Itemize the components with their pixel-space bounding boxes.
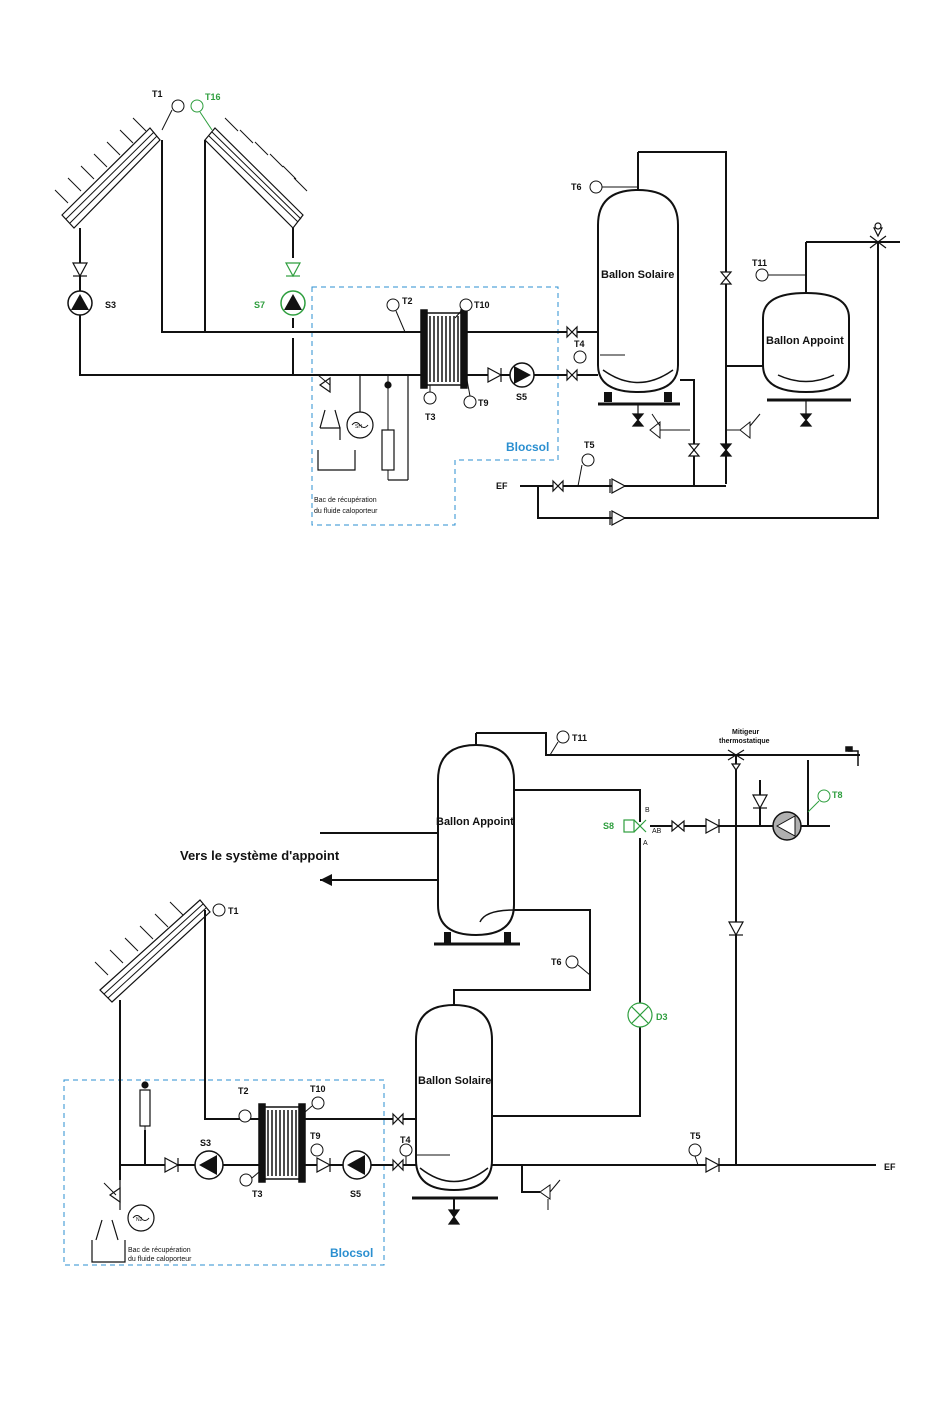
sensor-label-t9: T9	[478, 398, 489, 408]
sensor-label-t5: T5	[584, 440, 595, 450]
expansion-label: SH	[355, 424, 362, 430]
diagram-1-labels: T1 T16 S3 S7 T2 T10 T3 T9 S5 T4 T6 T11 T…	[105, 89, 844, 515]
diagram-1	[54, 99, 900, 527]
valve-port-ab: AB	[652, 828, 662, 835]
sensor-label-t4: T4	[400, 1135, 411, 1145]
pump-icon	[772, 811, 802, 841]
pump-icon	[194, 1150, 224, 1180]
sensor-label-t4: T4	[574, 339, 585, 349]
pump-label-s5: S5	[516, 392, 527, 402]
expansion-vessel-icon	[91, 1081, 155, 1263]
flow-meter-icon	[627, 1002, 653, 1028]
gate-valve-icon	[552, 271, 813, 493]
pump-label-s5: S5	[350, 1189, 361, 1199]
sensor-label-t3: T3	[425, 412, 436, 422]
pump-label-s7: S7	[254, 300, 265, 310]
sensor-label-t8: T8	[832, 790, 843, 800]
safety-valve-icon	[539, 1179, 561, 1210]
pump-icon	[509, 362, 535, 388]
sensor-label-t2: T2	[402, 296, 413, 306]
flow-meter-label-d3: D3	[656, 1012, 668, 1022]
three-way-valve-icon	[869, 222, 887, 249]
sensor-label-t6: T6	[571, 182, 582, 192]
diagram-2-labels: T1 T2 T10 S3 T9 T3 S5 T4 T6 T11 T5 T8 S8…	[128, 729, 896, 1263]
sensor-label-t6: T6	[551, 957, 562, 967]
sensor-label-t3: T3	[252, 1189, 263, 1199]
pump-label-s3: S3	[105, 300, 116, 310]
three-way-valve-icon	[623, 819, 647, 833]
mitigeur-label-line1: Mitigeur	[732, 729, 759, 736]
gate-valve-icon	[392, 819, 685, 1225]
heat-exchanger-icon	[420, 309, 468, 389]
blocsol-boundary	[311, 286, 559, 526]
ef-label: EF	[496, 481, 508, 491]
vers-label: Vers le système d'appoint	[180, 848, 340, 863]
tank-label-appoint: Ballon Appoint	[436, 816, 514, 828]
heat-exchanger-icon	[258, 1103, 306, 1183]
sensor-label-t10: T10	[474, 300, 490, 310]
solar-collector-icon	[204, 117, 308, 229]
blocsol-label: Blocsol	[330, 1246, 373, 1260]
ballon-appoint-tank	[434, 733, 520, 946]
ef-label: EF	[884, 1162, 896, 1172]
sensor-label-t10: T10	[310, 1084, 326, 1094]
ballon-solaire-tank	[412, 1003, 498, 1210]
check-valve-icon	[164, 794, 769, 1174]
mitigeur-label-line2: thermostatique	[719, 738, 770, 745]
pump-label-s3: S3	[200, 1138, 211, 1148]
three-way-valve-icon	[727, 749, 745, 772]
sensor-label-t1: T1	[152, 89, 163, 99]
tank-label-solaire: Ballon Solaire	[601, 269, 674, 281]
solar-collector-icon	[94, 899, 211, 1003]
bac-label-line1: Bac de récupération	[128, 1247, 191, 1254]
diagram-2	[63, 730, 876, 1266]
sensor-label-t1: T1	[228, 906, 239, 916]
blocsol-boundary	[63, 1079, 385, 1266]
tap-icon	[845, 746, 859, 766]
bac-label-line2: du fluide caloporteur	[128, 1256, 192, 1263]
ballon-appoint-tank	[762, 242, 851, 402]
pump-icon	[67, 290, 93, 316]
bac-label-line1: Bac de récupération	[314, 497, 377, 504]
check-valve-icon	[71, 262, 627, 527]
solar-collector-icon	[54, 117, 161, 229]
valve-port-a: A	[643, 840, 648, 847]
sensor-label-t5: T5	[690, 1131, 701, 1141]
expansion-label: N2	[136, 1217, 143, 1223]
sensor-label-t16: T16	[205, 92, 221, 102]
tank-label-solaire: Ballon Solaire	[418, 1075, 491, 1087]
sensor-label-t11: T11	[572, 733, 587, 743]
sensor-label-t2: T2	[238, 1086, 249, 1096]
temperature-sensor-icon	[161, 99, 806, 487]
sensor-label-t11: T11	[752, 258, 767, 268]
valve-label-s8: S8	[603, 821, 614, 831]
ballon-solaire-tank	[597, 152, 680, 406]
bac-label-line2: du fluide caloporteur	[314, 508, 378, 515]
valve-port-b: B	[645, 807, 650, 814]
blocsol-label: Blocsol	[506, 440, 549, 454]
pump-icon	[280, 290, 306, 316]
expansion-vessel-icon	[317, 374, 409, 481]
temperature-sensor-icon	[212, 730, 831, 1187]
tank-label-appoint: Ballon Appoint	[766, 335, 844, 347]
sensor-label-t9: T9	[310, 1131, 321, 1141]
safety-valve-icon	[649, 413, 761, 440]
pump-icon	[342, 1150, 372, 1180]
